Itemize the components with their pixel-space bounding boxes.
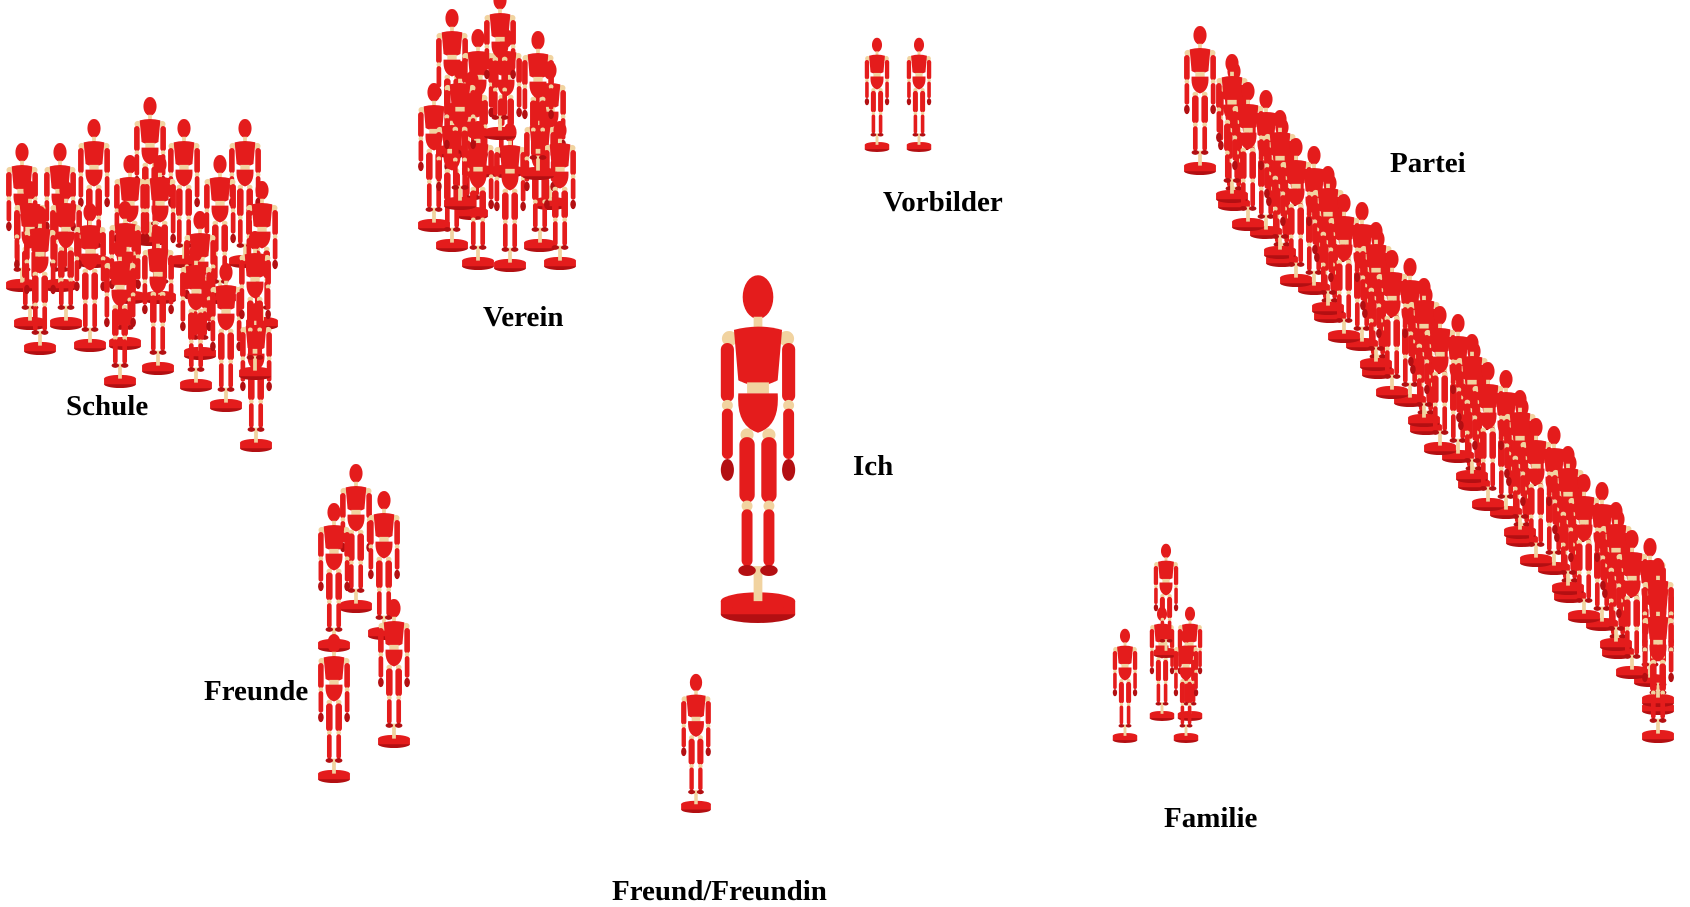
figure-ich — [721, 275, 795, 623]
figure-freunde-5 — [318, 634, 350, 783]
figure-vorbilder-2 — [907, 38, 931, 152]
label-familie: Familie — [1164, 804, 1257, 833]
label-schule: Schule — [66, 392, 148, 421]
label-verein: Verein — [483, 303, 564, 332]
label-vorbilder: Vorbilder — [883, 188, 1003, 217]
figure-verein-9 — [494, 123, 526, 272]
figure-freund-freundin — [681, 674, 711, 813]
label-partei: Partei — [1390, 149, 1466, 178]
figure-familie-5 — [1113, 629, 1137, 743]
figure-partei-1 — [1184, 26, 1216, 175]
label-freunde: Freunde — [204, 677, 308, 706]
label-freund-freundin: Freund/Freundin — [612, 877, 827, 906]
figure-vorbilder-1 — [865, 38, 889, 152]
label-ich: Ich — [853, 452, 893, 481]
